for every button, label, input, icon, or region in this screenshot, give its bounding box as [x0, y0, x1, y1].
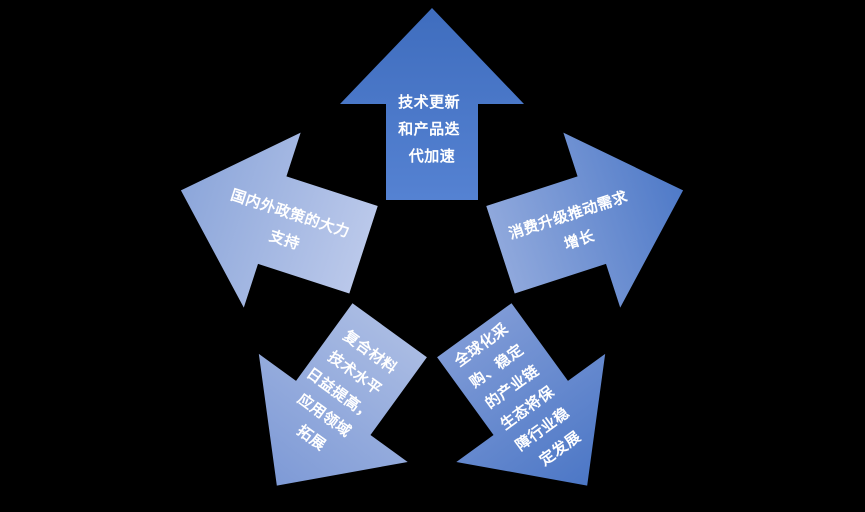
arrow-upper-right: 消费升级推动需求 增长: [486, 132, 684, 308]
arrow-lower-left: 复合材料 技术水平 日益提高， 应用领域 拓展: [258, 303, 427, 486]
arrow-lower-right: 全球化采 购、稳定 的产业链 生态将保 障行业稳 定发展: [437, 303, 606, 486]
arrow-upper-right-shape: [486, 132, 684, 308]
arrow-top: 技术更新 和产品迭 代加速: [340, 8, 524, 200]
arrow-lower-left-shape: [258, 303, 427, 486]
arrow-upper-left-shape: [180, 132, 378, 308]
arrow-label-line: 和产品迭: [398, 120, 460, 138]
arrow-upper-left: 国内外政策的大力 支持: [180, 132, 378, 308]
arrow-top-shape: [340, 8, 524, 200]
arrow-top-label: 技术更新 和产品迭 代加速: [398, 93, 466, 165]
arrow-label-line: 代加速: [408, 147, 456, 165]
arrow-lower-right-shape: [437, 303, 606, 486]
arrow-label-line: 技术更新: [398, 93, 460, 111]
